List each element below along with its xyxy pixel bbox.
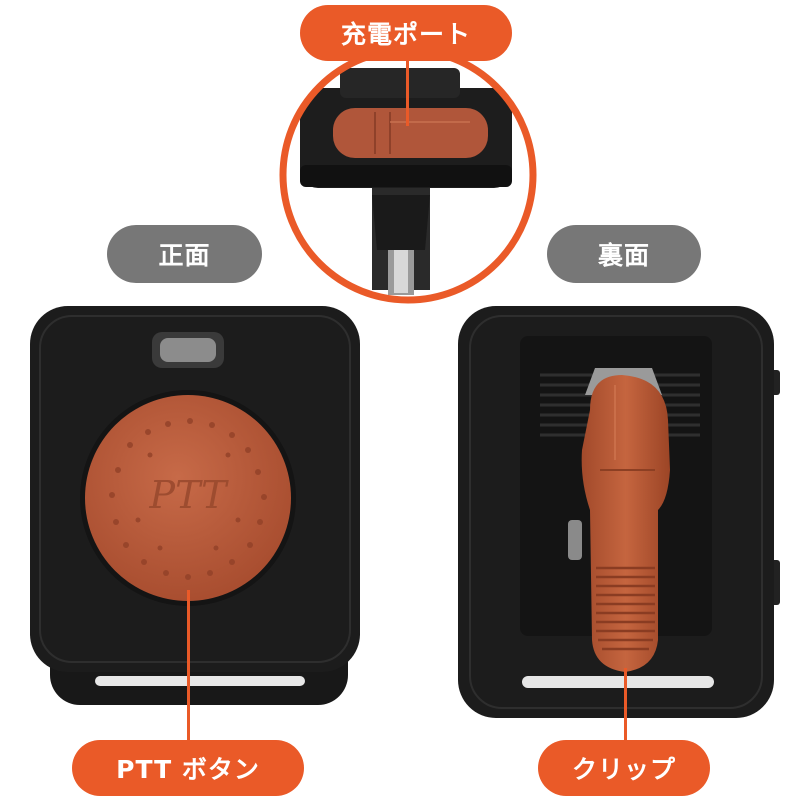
clip-leader: [624, 668, 627, 740]
ptt-button-dots: [109, 418, 267, 580]
ptt-engraving: PTT: [149, 473, 230, 517]
clip-label: クリップ: [538, 740, 710, 796]
back-label: 裏面: [547, 225, 701, 283]
charging-port-detail: [279, 46, 537, 304]
belt-clip: [581, 375, 670, 672]
charging-port-leader: [406, 58, 409, 126]
clip-grip-ridges: [596, 566, 655, 651]
back-view-device: [458, 306, 780, 718]
front-label: 正面: [107, 225, 262, 283]
ptt-leader: [187, 590, 190, 740]
front-view-device: PTT: [30, 306, 360, 705]
port-cover: [333, 108, 488, 158]
ptt-button-label: PTT ボタン: [72, 740, 304, 796]
ptt-button: [85, 395, 291, 601]
charging-port-label: 充電ポート: [300, 5, 512, 61]
